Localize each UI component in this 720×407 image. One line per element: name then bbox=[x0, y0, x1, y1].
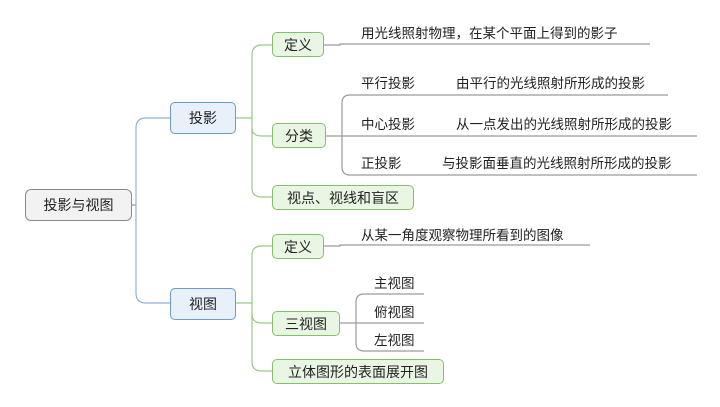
fenlei-item-name: 平行投影 bbox=[361, 76, 415, 92]
fenlei-item-desc: 从一点发出的光线照射所形成的投影 bbox=[456, 117, 672, 133]
node-shitu[interactable]: 视图 bbox=[170, 288, 236, 320]
shitu-definition-text: 从某一角度观察物理所看到的图像 bbox=[361, 228, 564, 244]
connector-sanshitu-zhu bbox=[355, 293, 424, 323]
node-touying-shidian[interactable]: 视点、视线和盲区 bbox=[272, 185, 414, 210]
sanshitu-item: 俯视图 bbox=[374, 305, 415, 321]
connector-shitu-sanshitu bbox=[251, 303, 272, 324]
fenlei-item-name: 正投影 bbox=[361, 156, 402, 172]
node-shitu-sanshitu[interactable]: 三视图 bbox=[272, 311, 340, 336]
connector-touying-shidian bbox=[251, 128, 272, 198]
connector-touying-dingyi bbox=[236, 44, 272, 119]
node-shitu-dingyi[interactable]: 定义 bbox=[272, 234, 324, 259]
node-touying[interactable]: 投影 bbox=[170, 102, 236, 134]
node-shitu-zhankai[interactable]: 立体图形的表面展开图 bbox=[272, 359, 444, 384]
root-node[interactable]: 投影与视图 bbox=[25, 189, 132, 221]
sanshitu-item: 主视图 bbox=[374, 276, 415, 292]
connector-dingyi1-text bbox=[324, 43, 650, 46]
node-touying-dingyi[interactable]: 定义 bbox=[272, 32, 324, 57]
fenlei-item-name: 中心投影 bbox=[361, 117, 415, 133]
sanshitu-item: 左视图 bbox=[374, 333, 415, 349]
connector-root-shitu bbox=[135, 205, 170, 304]
connector-dingyi2-text bbox=[324, 244, 590, 247]
connector-touying-fenlei bbox=[251, 118, 272, 137]
fenlei-item-desc: 由平行的光线照射所形成的投影 bbox=[456, 76, 645, 92]
connector-root-touying bbox=[135, 117, 170, 205]
connector-shitu-dingyi bbox=[236, 245, 272, 304]
touying-definition-text: 用光线照射物理，在某个平面上得到的影子 bbox=[361, 26, 618, 42]
connector-fenlei-pingxing bbox=[341, 94, 445, 136]
connector-fenlei-zheng bbox=[341, 136, 430, 176]
fenlei-item-desc: 与投影面垂直的光线照射所形成的投影 bbox=[442, 156, 672, 172]
connector-shitu-zhankai bbox=[251, 314, 272, 372]
connector-sanshitu-zuo bbox=[355, 323, 424, 352]
node-touying-fenlei[interactable]: 分类 bbox=[272, 123, 326, 148]
